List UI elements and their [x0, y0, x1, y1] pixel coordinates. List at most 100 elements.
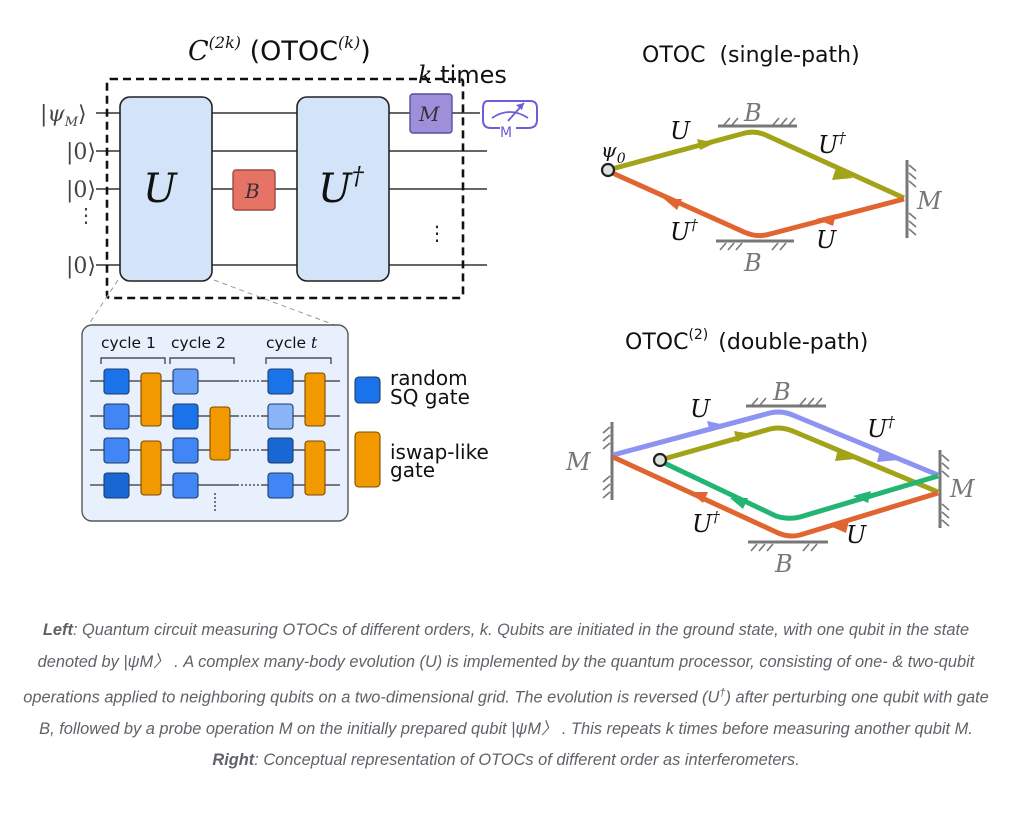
caption-dagger: † [719, 687, 726, 699]
arrow-green-2 [730, 498, 748, 509]
backward-path [606, 168, 905, 239]
cycle-inset: cycle 1 cycle 2 cycle t [81, 324, 489, 522]
arrow-orange-2 [690, 492, 708, 503]
b-label-bottom-double: B [774, 550, 793, 578]
m-label-left: M [565, 448, 592, 476]
gate-m [409, 93, 453, 134]
sq-gates [103, 368, 294, 499]
m-label: M [916, 187, 943, 215]
circuit-title: C(2k) (OTOC(k)) [188, 33, 371, 67]
qubit-label-dots: ⋮ [76, 203, 96, 227]
cycle-label-1: cycle 1 [101, 334, 156, 352]
b-label-top-double: B [772, 378, 791, 406]
caption-right-bold: Right [212, 751, 255, 770]
single-path-diagram: OTOC(single-path) B B M ψ0 U U [600, 43, 943, 277]
measurement-icon: M [482, 99, 538, 141]
u-label-bottom: U [816, 226, 837, 254]
u-dagger-label-top: U† [818, 129, 846, 159]
sq-gate [172, 472, 199, 499]
iswap-gates [140, 372, 326, 496]
mirror-b-top [718, 117, 797, 128]
double-path-diagram: OTOC(2)(double-path) B B M M [565, 327, 976, 578]
u-dagger-label-bottom: U† [670, 216, 698, 246]
qubit-label-psi-m: |ψM⟩ [40, 102, 87, 130]
mirror-b-top-double [746, 397, 826, 408]
iswap-gate [304, 372, 326, 427]
zoom-line-left [84, 279, 119, 331]
psi0-node-double [652, 452, 668, 468]
forward-path [607, 129, 906, 201]
gate-m-label: M [418, 102, 440, 126]
sq-gate [172, 403, 199, 430]
mirror-m-left [602, 422, 614, 500]
gate-b [232, 169, 276, 211]
caption-text-1: : Quantum circuit measuring OTOCs of dif… [23, 621, 975, 707]
circuit-diagram: C(2k) (OTOC(k)) k times |ψM⟩ |0⟩ |0⟩ ⋮ |… [40, 33, 538, 331]
double-path-title: OTOC(2)(double-path) [625, 327, 868, 355]
legend-swatch-iswap [354, 431, 381, 488]
iswap-gate [140, 372, 162, 427]
cycle-braces [100, 357, 332, 364]
b-label-bottom: B [743, 249, 762, 277]
u-label-top-double: U [690, 395, 711, 423]
arrow-blue-1 [707, 421, 725, 432]
qubit-label-zero-3: |0⟩ [66, 254, 96, 279]
arrow-backward-2 [664, 199, 682, 210]
figure-caption: Left: Quantum circuit measuring OTOCs of… [20, 615, 992, 777]
legend-swatch-sq [354, 376, 381, 404]
arrow-olive-2 [835, 449, 855, 461]
repeat-box [105, 77, 465, 300]
olive-path [659, 425, 939, 495]
sq-gate [172, 368, 199, 395]
arrow-backward-1 [816, 214, 836, 226]
mirror-m [905, 160, 917, 238]
arrow-forward-2 [832, 168, 853, 180]
gate-u-label: U [143, 166, 178, 212]
caption-text-3: : Conceptual representation of OTOCs of … [254, 751, 800, 770]
qubit-labels: |ψM⟩ |0⟩ |0⟩ ⋮ |0⟩ [40, 102, 96, 279]
sq-gate [267, 472, 294, 499]
caption-text-2: ) after perturbing one qubit with gate B… [39, 688, 989, 738]
sq-gate [103, 437, 130, 464]
sq-gate [172, 437, 199, 464]
gate-u [119, 96, 213, 282]
sq-gate [267, 368, 294, 395]
iswap-gate [140, 440, 162, 496]
zoom-line-right [213, 279, 341, 328]
blue-path [612, 409, 939, 478]
u-label-bottom-double: U [846, 521, 867, 549]
mirror-b-bottom [716, 239, 794, 251]
sq-gate [267, 437, 294, 464]
measurement-label: M [500, 125, 512, 141]
mirror-m-right [938, 450, 950, 528]
sq-gate [103, 368, 130, 395]
green-path [658, 458, 939, 521]
gate-u-dagger-label: U† [318, 162, 365, 212]
u-label-top: U [670, 117, 691, 145]
sq-gate [103, 472, 130, 499]
cycle-label-2: cycle 2 [171, 334, 226, 352]
m-label-right: M [949, 475, 976, 503]
u-dagger-label-top-double: U† [867, 413, 895, 443]
arrow-green-1 [853, 491, 871, 503]
arrow-olive-1 [734, 431, 752, 442]
otoc-figure: C(2k) (OTOC(k)) k times |ψM⟩ |0⟩ |0⟩ ⋮ |… [40, 33, 976, 578]
arrow-forward-1 [697, 139, 715, 150]
arrow-orange-1 [830, 521, 849, 533]
orange-path [611, 454, 939, 539]
qubit-label-zero-2: |0⟩ [66, 178, 96, 203]
qubit-label-zero-1: |0⟩ [66, 140, 96, 165]
gate-b-label: B [244, 179, 260, 203]
k-times-label: k times [418, 61, 507, 89]
sq-gate [267, 403, 294, 430]
psi0-label: ψ0 [601, 138, 626, 167]
iswap-gate [209, 406, 231, 461]
sq-gate [103, 403, 130, 430]
iswap-gate [304, 440, 326, 496]
mirror-b-bottom-double [748, 540, 828, 552]
u-dagger-label-bottom-double: U† [692, 508, 720, 538]
cycle-label-t: cycle t [266, 334, 318, 352]
